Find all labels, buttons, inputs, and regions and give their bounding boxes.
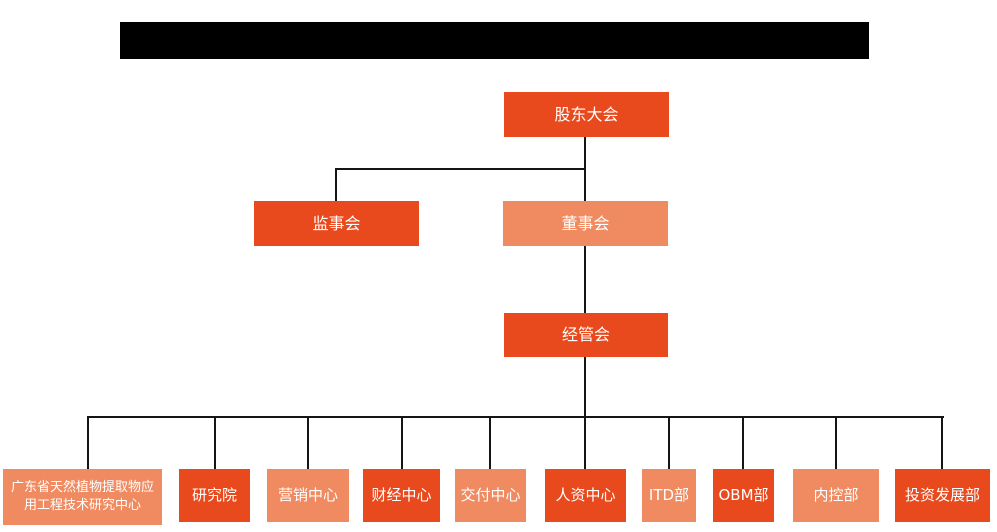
connector-drop-marketing-center [307, 416, 309, 469]
connector-drop-finance-center [401, 416, 403, 469]
org-node-shareholders-meeting: 股东大会 [504, 92, 669, 137]
org-node-finance-center: 财经中心 [363, 469, 440, 522]
connector-level2-horizontal [335, 168, 586, 170]
org-node-management-committee: 经管会 [504, 313, 668, 357]
connector-directors-management [584, 246, 586, 313]
org-node-label: 董事会 [561, 213, 610, 233]
org-node-label: 研究院 [191, 486, 237, 505]
connector-drop-internal-control-dept [835, 416, 837, 469]
org-node-label: 监事会 [312, 213, 361, 233]
connector-drop-itd-dept [668, 416, 670, 469]
org-node-label: OBM部 [718, 486, 769, 505]
redacted-title-bar [120, 22, 869, 59]
org-node-label: 广东省天然植物提取物应用工程技术研究中心 [10, 480, 154, 513]
org-node-research-center: 广东省天然植物提取物应用工程技术研究中心 [3, 469, 162, 525]
org-node-label: 股东大会 [554, 104, 619, 124]
connector-drop-research-institute [214, 416, 216, 469]
org-node-investment-dev-dept: 投资发展部 [895, 469, 990, 522]
connector-supervisory-drop [335, 168, 337, 201]
connector-drop-investment-dev-dept [941, 416, 943, 469]
connector-drop-hr-center [584, 416, 586, 469]
org-node-hr-center: 人资中心 [545, 469, 626, 522]
org-node-board-of-directors: 董事会 [503, 201, 668, 246]
org-node-label: 投资发展部 [904, 486, 980, 505]
org-node-itd-dept: ITD部 [642, 469, 696, 522]
org-node-label: 人资中心 [555, 486, 616, 505]
org-node-marketing-center: 营销中心 [267, 469, 349, 522]
connector-management-down [584, 356, 586, 417]
org-node-label: ITD部 [648, 486, 690, 505]
connector-drop-delivery-center [489, 416, 491, 469]
connector-drop-obm-dept [742, 416, 744, 469]
org-node-delivery-center: 交付中心 [455, 469, 526, 522]
connector-bottom-bus [87, 416, 944, 418]
connector-drop-research-center [87, 416, 89, 469]
org-node-supervisory-board: 监事会 [254, 201, 419, 246]
org-node-obm-dept: OBM部 [713, 469, 774, 522]
org-node-label: 交付中心 [460, 486, 521, 505]
org-node-research-institute: 研究院 [179, 469, 250, 522]
org-node-label: 财经中心 [371, 486, 432, 505]
org-node-label: 经管会 [561, 325, 610, 345]
org-node-label: 营销中心 [277, 486, 338, 505]
org-node-label: 内控部 [813, 486, 859, 505]
org-node-internal-control-dept: 内控部 [793, 469, 879, 522]
